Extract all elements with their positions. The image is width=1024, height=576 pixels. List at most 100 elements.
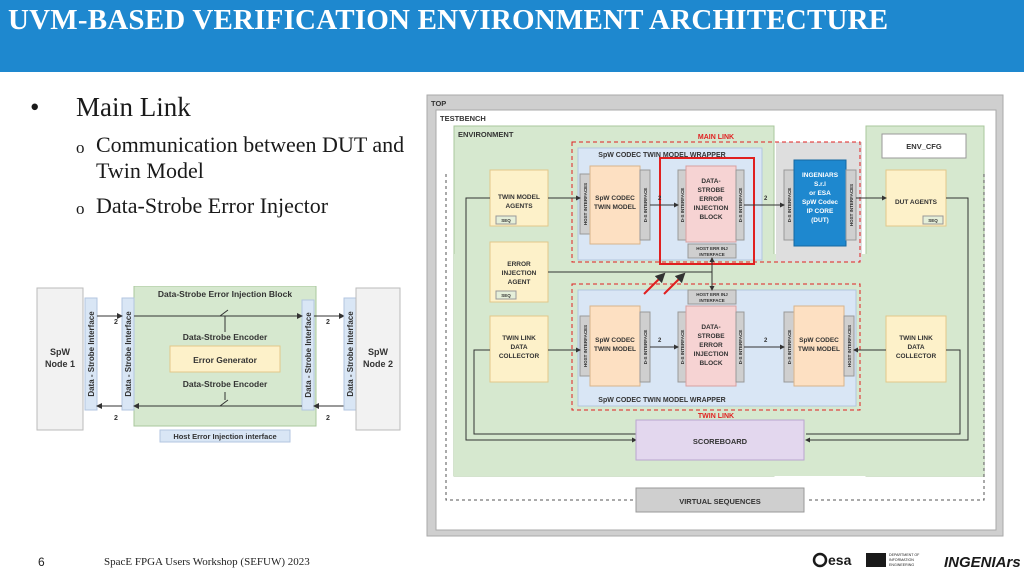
dii-l3: ENGINEERING xyxy=(889,563,914,567)
virtual-sequences: VIRTUAL SEQUENCES xyxy=(679,497,761,506)
main-host-err-l1: HOST ERR INJ xyxy=(696,246,728,251)
dut-l2: S.r.l xyxy=(814,181,826,188)
title-banner: UVM-BASED VERIFICATION ENVIRONMENT ARCHI… xyxy=(0,0,1024,72)
sub-bullet-text: Communication between DUT and Twin Model xyxy=(96,132,405,183)
tlc-right-l2: DATA xyxy=(907,344,924,351)
ds-interface-bar-3 xyxy=(301,299,315,411)
twin-codec-right-l1: SpW CODEC xyxy=(799,337,839,344)
sub-bullet-text: Data-Strobe Error Injector xyxy=(96,193,329,218)
rbw-4: 2 xyxy=(764,338,768,344)
seq-3: SEQ xyxy=(928,218,938,223)
twin-model-agents-l2: AGENTS xyxy=(505,203,533,210)
ds-interface-bar-1 xyxy=(84,297,98,411)
eia-l1: ERROR xyxy=(507,261,531,268)
main-codec-l1: SpW CODEC xyxy=(595,195,635,202)
twin-link-collector-left-box xyxy=(489,315,549,383)
twin-host-err-l2: INTERFACE xyxy=(699,298,725,303)
ingeniars-logo: INGENIArs xyxy=(944,554,1020,571)
node2-line2: Node 2 xyxy=(363,359,393,369)
uvm-architecture-diagram: TOP TESTBENCH ENVIRONMENT ENV_CFG MAIN L… xyxy=(426,94,1004,537)
scoreboard-box xyxy=(635,419,805,461)
esa-logo: esa xyxy=(812,552,852,568)
twin-wrapper-label: SpW CODEC TWIN MODEL WRAPPER xyxy=(598,397,725,404)
main-ds-l4: INJECTION xyxy=(694,205,729,212)
error-injection-agent-box xyxy=(489,241,549,303)
twin-ds-l4: INJECTION xyxy=(694,351,729,358)
twin-model-agents-l1: TWIN MODEL xyxy=(498,194,540,201)
twin-host-err-l1: HOST ERR INJ xyxy=(696,292,728,297)
seq-2: SEQ xyxy=(501,293,511,298)
spw-node-2 xyxy=(355,287,401,431)
bus-width-2: 2 xyxy=(326,319,330,326)
main-ds-block-highlight xyxy=(659,157,755,265)
dut-l1: INGENIARS xyxy=(802,172,839,179)
block-title: Data-Strobe Error Injection Block xyxy=(158,289,292,299)
twin-ds-if-3-label: D-S INTERFACE xyxy=(738,330,743,365)
env-cfg: ENV_CFG xyxy=(906,142,942,151)
virtual-sequences-box xyxy=(635,487,805,513)
main-ds-if-1-label: D-S INTERFACE xyxy=(643,188,648,223)
main-codec-box xyxy=(589,165,641,245)
twin-codec-left-l1: SpW CODEC xyxy=(595,337,635,344)
seq-box-2 xyxy=(495,290,517,300)
dii-logo: DEPARTMENT OF INFORMATION ENGINEERING xyxy=(866,553,920,567)
dut-host-if-label: HOST INTERFACES xyxy=(849,184,854,226)
rbw-2: 2 xyxy=(764,196,768,202)
seq-box-1 xyxy=(495,215,517,225)
twin-ds-l3: ERROR xyxy=(699,342,723,349)
main-ds-l1: DATA- xyxy=(701,178,720,185)
tlc-right-l1: TWIN LINK xyxy=(899,335,933,342)
rbw-1: 2 xyxy=(658,196,662,202)
ds-interface-label-4: Data - Strobe Interface xyxy=(346,311,355,397)
dut-l4: SpW Codec xyxy=(802,199,838,206)
twin-ds-if-4-label: D-S INTERFACE xyxy=(787,330,792,365)
tlc-left-l3: COLLECTOR xyxy=(499,353,540,360)
partner-logos: esa DEPARTMENT OF INFORMATION ENGINEERIN… xyxy=(812,552,1020,571)
twin-link-region xyxy=(571,283,861,411)
twin-codec-left xyxy=(589,305,641,387)
page-number: 6 xyxy=(38,555,45,569)
tlc-left-l1: TWIN LINK xyxy=(502,335,536,342)
tlc-right-l3: COLLECTOR xyxy=(896,353,937,360)
bullet-dot-icon: • xyxy=(30,92,40,122)
main-host-err-l2: INTERFACE xyxy=(699,252,725,257)
eia-l3: AGENT xyxy=(508,279,531,286)
dut-l3: or ESA xyxy=(809,190,831,197)
spw-node-1 xyxy=(36,287,84,431)
env-cfg-box xyxy=(881,133,967,159)
dut-agents: DUT AGENTS xyxy=(895,199,938,206)
main-ds-if-3-label: D-S INTERFACE xyxy=(738,188,743,223)
main-ds-l5: BLOCK xyxy=(699,214,722,221)
host-error-interface: Host Error Injection interface xyxy=(173,432,276,441)
bus-width-4: 2 xyxy=(326,415,330,422)
tlc-left-l2: DATA xyxy=(510,344,527,351)
main-ds-if-2-label: D-S INTERFACE xyxy=(680,188,685,223)
twin-codec-right xyxy=(793,305,845,387)
encoder-bottom: Data-Strobe Encoder xyxy=(183,379,268,389)
seq-box-3 xyxy=(922,215,944,225)
twin-host-if-right-label: HOST INTERFACES xyxy=(847,325,852,367)
twin-ds-if-2-label: D-S INTERFACE xyxy=(680,330,685,365)
main-codec-l2: TWIN MODEL xyxy=(594,204,636,211)
top-label: TOP xyxy=(431,99,446,108)
bus-width-3: 2 xyxy=(114,415,118,422)
seq-1: SEQ xyxy=(501,218,511,223)
twin-ds-l1: DATA- xyxy=(701,324,720,331)
esa-logo-text: esa xyxy=(828,552,852,568)
twin-ds-block xyxy=(685,305,737,387)
node1-line2: Node 1 xyxy=(45,359,75,369)
dii-l2: INFORMATION xyxy=(889,558,914,562)
dut-l5: IP CORE xyxy=(807,208,834,215)
main-link-label: MAIN LINK xyxy=(698,134,734,141)
slide-title: UVM-BASED VERIFICATION ENVIRONMENT ARCHI… xyxy=(8,4,889,36)
dii-l1: DEPARTMENT OF xyxy=(889,553,920,557)
scoreboard: SCOREBOARD xyxy=(693,437,748,446)
dut-ds-if-label: D-S INTERFACE xyxy=(787,188,792,223)
sub-bullet-marker: o xyxy=(76,199,85,218)
twin-ds-l2: STROBE xyxy=(697,333,725,340)
encoder-top: Data-Strobe Encoder xyxy=(183,332,268,342)
twin-ds-l5: BLOCK xyxy=(699,360,722,367)
twin-link-collector-right-box xyxy=(885,315,947,383)
main-ds-l3: ERROR xyxy=(699,196,723,203)
testbench-label: TESTBENCH xyxy=(440,114,486,123)
